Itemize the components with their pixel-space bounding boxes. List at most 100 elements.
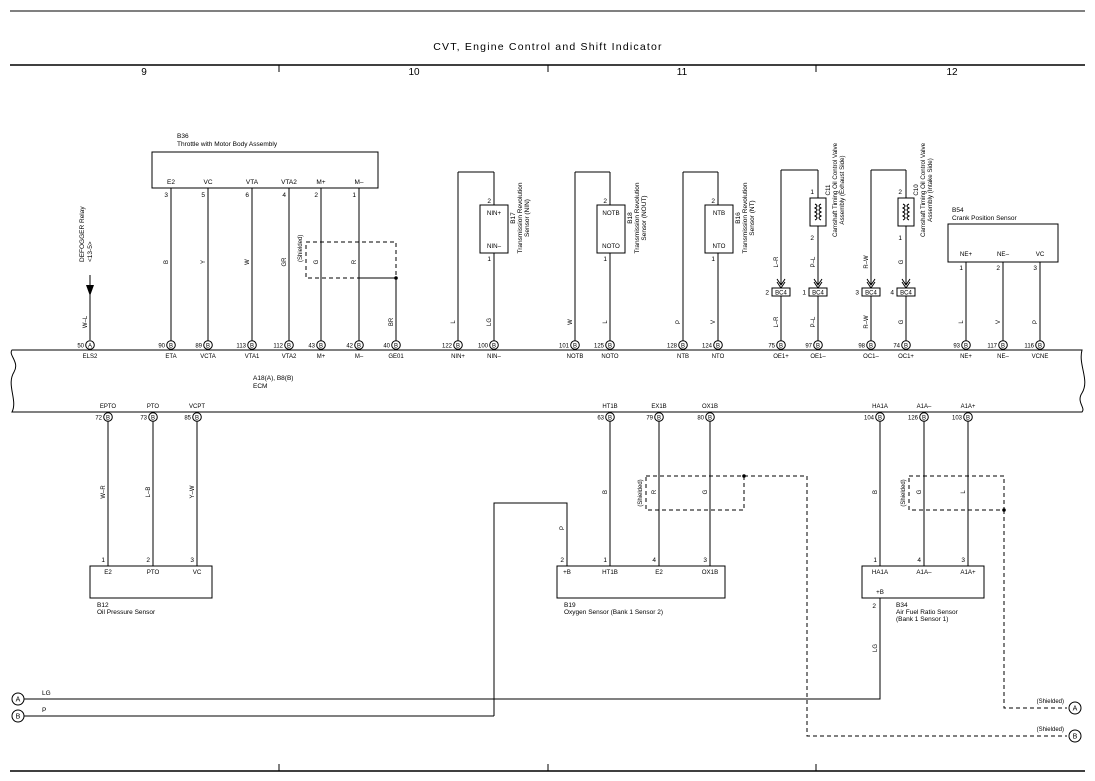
terminal-label: VC bbox=[203, 179, 212, 186]
terminal-label: E2 bbox=[167, 179, 175, 186]
terminal-number: 3 bbox=[1033, 265, 1037, 272]
pin-number: 85 bbox=[184, 415, 191, 421]
terminal-label: E2 bbox=[655, 569, 663, 576]
solenoid-coil-icon bbox=[897, 197, 915, 227]
pin-name: EPTO bbox=[100, 404, 117, 410]
plus-b-wire bbox=[493, 502, 568, 716]
pin-number: 112 bbox=[273, 343, 283, 349]
sensor-id: B17 bbox=[510, 212, 517, 224]
terminal-number: 2 bbox=[487, 198, 491, 205]
pin-name: M– bbox=[355, 354, 364, 360]
shield-box bbox=[645, 475, 745, 511]
b34-box bbox=[861, 565, 985, 599]
connector-letter: B bbox=[206, 343, 210, 349]
wire-color-label: P bbox=[676, 320, 682, 324]
offpage-letter: B bbox=[16, 714, 21, 721]
pin-name: NOTO bbox=[601, 354, 619, 360]
connector-letter: B bbox=[492, 343, 496, 349]
connector-letter: B bbox=[151, 415, 155, 421]
pin-number: 63 bbox=[597, 415, 604, 421]
wire-color-label: R–W bbox=[864, 255, 870, 269]
column-number: 11 bbox=[677, 67, 688, 78]
bc4-number: 3 bbox=[855, 290, 859, 297]
defogger-relay: DEFOGGER Relay <13-5> bbox=[79, 206, 94, 340]
terminal-label: PTO bbox=[147, 569, 160, 576]
sensor-id: B18 bbox=[627, 212, 634, 224]
terminal-number: 4 bbox=[917, 557, 921, 564]
pin-number: 103 bbox=[952, 415, 963, 421]
relay-ref: <13-5> bbox=[87, 241, 94, 262]
pin-name: NIN+ bbox=[451, 354, 465, 360]
wire-color-label: B bbox=[164, 260, 170, 264]
terminal-number: 1 bbox=[487, 256, 491, 263]
connector-letter: B bbox=[657, 415, 661, 421]
offpage-letter: A bbox=[1073, 706, 1078, 713]
bc4-number: 4 bbox=[890, 290, 894, 297]
terminal-number: 2 bbox=[898, 189, 902, 196]
terminal-number: 3 bbox=[164, 192, 168, 199]
pin-name: OE1+ bbox=[773, 354, 789, 360]
terminal-label: VTA2 bbox=[281, 179, 297, 186]
connector-letter: B bbox=[966, 415, 970, 421]
pin-name: GE01 bbox=[388, 354, 404, 360]
connector-chevron-icon bbox=[813, 278, 823, 286]
coil-winding-icon bbox=[901, 203, 906, 221]
bc4-label: BC4 bbox=[812, 291, 824, 297]
connector-letter: B bbox=[716, 343, 720, 349]
sensor-sub: Sensor (NIN) bbox=[524, 199, 531, 237]
pin-name: OC1– bbox=[863, 354, 879, 360]
terminal-number: 2 bbox=[314, 192, 318, 199]
wire-color-label: BR bbox=[389, 317, 395, 326]
column-number: 9 bbox=[141, 67, 147, 78]
pin-number: 42 bbox=[346, 343, 353, 349]
shielded-label: (Shielded) bbox=[1037, 727, 1064, 733]
connector-letter: B bbox=[869, 343, 873, 349]
wire-color-label: LG bbox=[487, 318, 493, 326]
diagram-title: CVT, Engine Control and Shift Indicator bbox=[433, 41, 662, 53]
wire-color-label: L bbox=[451, 320, 457, 324]
b54-box bbox=[947, 223, 1059, 263]
wire-color-label: V bbox=[711, 320, 717, 324]
b16-box bbox=[704, 204, 734, 254]
terminal-label: VC bbox=[1036, 251, 1045, 258]
bc4-label: BC4 bbox=[865, 291, 877, 297]
wire-color-label: B bbox=[873, 490, 879, 494]
connector-chevron-icon bbox=[901, 278, 911, 286]
b19-name: Oxygen Sensor (Bank 1 Sensor 2) bbox=[564, 609, 663, 616]
b17-box bbox=[479, 204, 509, 254]
connector-letter: B bbox=[1038, 343, 1042, 349]
wire-color-label: G bbox=[899, 319, 905, 324]
offpage-letter: A bbox=[16, 697, 21, 704]
pin-number: 80 bbox=[697, 415, 704, 421]
connector-letter: B bbox=[394, 343, 398, 349]
pin-name: NTB bbox=[677, 354, 689, 360]
terminal-number: 3 bbox=[703, 557, 707, 564]
b12-name: Oil Pressure Sensor bbox=[97, 609, 156, 616]
throttle-body-assembly: B36 Throttle with Motor Body Assembly E2… bbox=[151, 133, 398, 341]
b36-box bbox=[151, 151, 379, 189]
wire-color-label: GR bbox=[282, 257, 288, 267]
connector-letter: B bbox=[287, 343, 291, 349]
b12-id: B12 bbox=[97, 602, 109, 609]
terminal-label: E2 bbox=[104, 569, 112, 576]
connector-letter: B bbox=[456, 343, 460, 349]
coil-winding-icon bbox=[813, 203, 818, 221]
coil-winding-icon bbox=[818, 203, 823, 221]
shield-box bbox=[305, 241, 397, 279]
plus-b-wire bbox=[24, 598, 881, 700]
pin-number: 116 bbox=[1024, 343, 1034, 349]
splice-dot bbox=[394, 276, 398, 280]
connector-letter: B bbox=[878, 415, 882, 421]
wire-color-label: L–R bbox=[774, 316, 780, 328]
pin-number: 72 bbox=[95, 415, 102, 421]
b18-box bbox=[596, 204, 626, 254]
connector-chevron-icon bbox=[776, 278, 786, 286]
terminal-number: 6 bbox=[245, 192, 249, 199]
wire-color-label: P bbox=[42, 707, 46, 714]
terminal-number: 1 bbox=[352, 192, 356, 199]
terminal-label: M+ bbox=[316, 179, 325, 186]
pin-name: VTA1 bbox=[245, 354, 260, 360]
